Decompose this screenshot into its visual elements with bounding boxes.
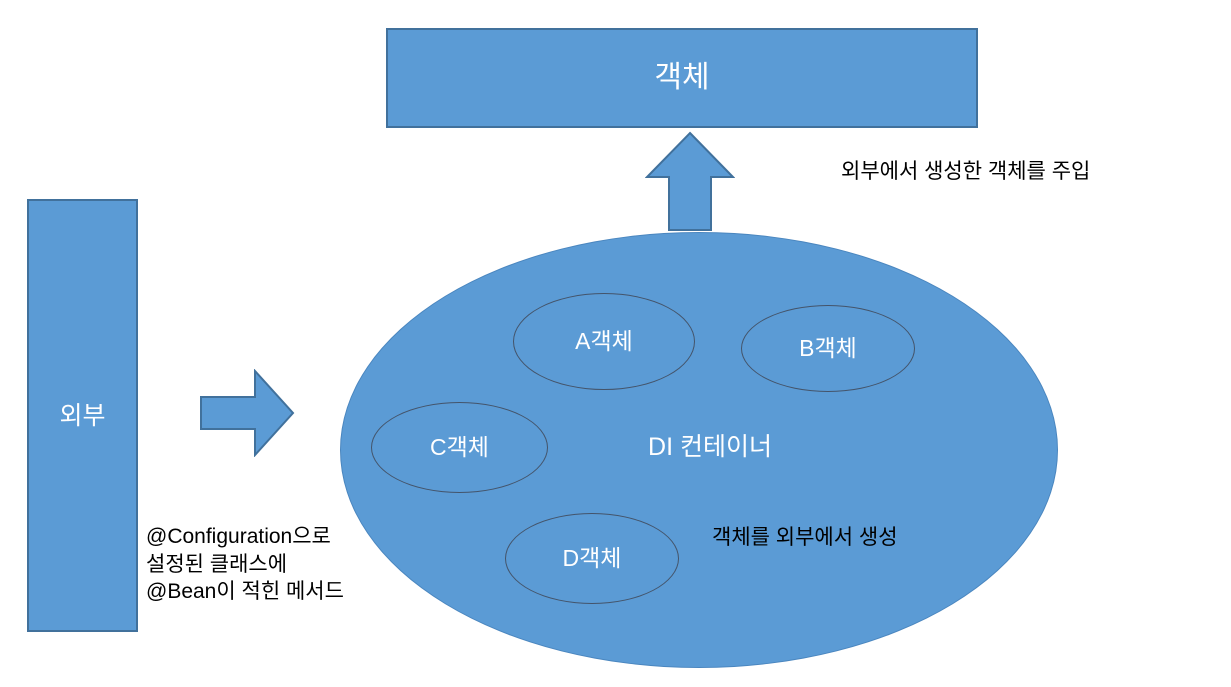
bean-ellipse-b [741, 305, 915, 392]
bean-label-d: D객체 [562, 544, 622, 571]
external-box-label: 외부 [59, 401, 106, 430]
bean-label-c: C객체 [430, 433, 489, 460]
right-arrow-icon [200, 369, 295, 457]
bean-ellipse-c [371, 402, 548, 493]
object-box [386, 28, 978, 128]
bean-label-a: A객체 [575, 327, 633, 354]
annotation-inject: 외부에서 생성한 객체를 주입 [841, 160, 1091, 183]
di-container-label: DI 컨테이너 [648, 433, 772, 461]
bean-ellipse-a [513, 293, 695, 390]
up-arrow-icon [645, 131, 735, 231]
annotation-create: 객체를 외부에서 생성 [712, 526, 898, 549]
bean-label-b: B객체 [799, 334, 857, 361]
bean-ellipse-d [505, 513, 679, 604]
annotation-configuration: @Configuration으로 설정된 클래스에 @Bean이 적힌 메서드 [146, 525, 344, 604]
object-box-label: 객체 [654, 61, 710, 94]
external-box [27, 199, 138, 632]
